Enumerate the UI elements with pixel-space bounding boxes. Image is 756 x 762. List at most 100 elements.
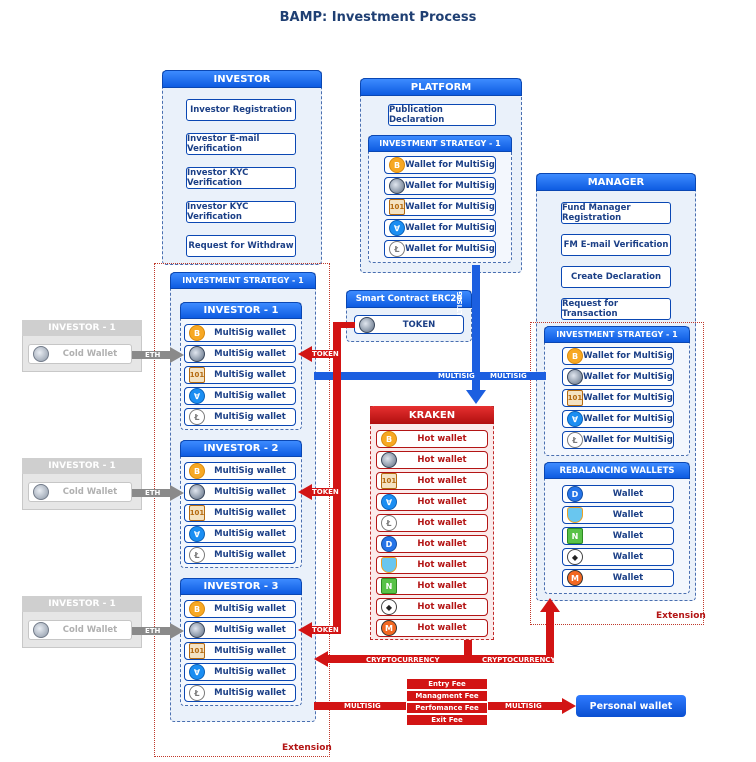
multisig-wallet-row: MultiSig wallet bbox=[184, 621, 296, 639]
shield-icon bbox=[381, 557, 397, 573]
wallet-label: Wallet for MultiSig bbox=[405, 160, 495, 170]
wallet-label: Wallet for MultiSig bbox=[583, 435, 673, 445]
fee-box: Exit Fee bbox=[406, 714, 488, 726]
wallet-label: Wallet for MultiSig bbox=[405, 223, 495, 233]
smart-contract-header: Smart Contract ERC20 bbox=[346, 290, 472, 308]
wallet-label: MultiSig wallet bbox=[214, 667, 286, 677]
manager-step-box: Request for Transaction bbox=[561, 298, 671, 320]
wallet-label: Wallet for MultiSig bbox=[583, 393, 673, 403]
multisig-to-fees-bar bbox=[314, 702, 406, 710]
manager-panel-header: MANAGER bbox=[536, 173, 696, 191]
eth-label: ETH bbox=[145, 489, 161, 497]
multisig-fee-label-left: MULTISIG bbox=[344, 702, 381, 710]
multisig-vertical-label: MULTISIG bbox=[456, 291, 464, 328]
platform-to-kraken-arrow bbox=[472, 265, 480, 393]
wallet-label: MultiSig wallet bbox=[214, 604, 286, 614]
eth-arrow bbox=[132, 351, 172, 359]
crypto-label-right: CRYPTOCURRENCY bbox=[482, 656, 556, 664]
wallet-label: Wallet bbox=[612, 510, 644, 520]
manager-wallet-row: ∀Wallet for MultiSig bbox=[562, 410, 674, 428]
moon-icon bbox=[381, 452, 397, 468]
fees-arrow-head bbox=[562, 698, 576, 714]
moon-icon bbox=[189, 346, 205, 362]
neo-icon: N bbox=[567, 528, 583, 544]
page-title: BAMP: Investment Process bbox=[279, 10, 477, 25]
wallet-label: MultiSig wallet bbox=[214, 370, 286, 380]
eth-label: ETH bbox=[145, 627, 161, 635]
hot-wallet-label: Hot wallet bbox=[417, 539, 467, 549]
grid-icon: 101 bbox=[189, 643, 205, 659]
hot-wallet-label: Hot wallet bbox=[417, 581, 467, 591]
multisig-wallet-row: ∀MultiSig wallet bbox=[184, 663, 296, 681]
wallet-label: Wallet bbox=[612, 489, 644, 499]
eth-arrow-head bbox=[170, 347, 184, 363]
eth-arrow bbox=[132, 489, 172, 497]
investor-strategy-header: INVESTMENT STRATEGY - 1 bbox=[170, 272, 316, 289]
manager-strategy-header: INVESTMENT STRATEGY - 1 bbox=[544, 326, 690, 343]
platform-panel-header: PLATFORM bbox=[360, 78, 522, 96]
investor-extension-label: Extension bbox=[282, 743, 332, 753]
token-top-link bbox=[333, 322, 355, 328]
moon-icon bbox=[33, 484, 49, 500]
wallet-label: MultiSig wallet bbox=[214, 328, 286, 338]
cold-wallet-box: Cold Wallet bbox=[28, 344, 132, 364]
wallet-label: Wallet bbox=[612, 573, 644, 583]
wallet-label: MultiSig wallet bbox=[214, 391, 286, 401]
rebalancing-header: REBALANCING WALLETS bbox=[544, 462, 690, 479]
crypto-up-arrow-head bbox=[540, 598, 560, 612]
hot-wallet-label: Hot wallet bbox=[417, 434, 467, 444]
ethereum-icon: ◆ bbox=[381, 599, 397, 615]
cold-wallet-box: Cold Wallet bbox=[28, 620, 132, 640]
external-investor-header: INVESTOR - 1 bbox=[22, 596, 142, 612]
platform-wallet-row: Wallet for MultiSig bbox=[384, 177, 496, 195]
ripple-icon: ∀ bbox=[189, 526, 205, 542]
eth-label: ETH bbox=[145, 351, 161, 359]
hot-wallet-label: Hot wallet bbox=[417, 497, 467, 507]
investor-group-header: INVESTOR - 2 bbox=[180, 440, 302, 457]
multisig-fee-label-right: MULTISIG bbox=[505, 702, 542, 710]
monero-icon: M bbox=[567, 570, 583, 586]
investor-panel-header: INVESTOR bbox=[162, 70, 322, 88]
manager-step-box: Fund Manager Registration bbox=[561, 202, 671, 224]
multisig-horizontal-arrow bbox=[314, 372, 546, 380]
moon-icon bbox=[33, 346, 49, 362]
litecoin-icon: Ł bbox=[189, 685, 205, 701]
grid-icon: 101 bbox=[389, 199, 405, 215]
cold-wallet-label: Cold Wallet bbox=[62, 487, 118, 497]
wallet-label: Wallet for MultiSig bbox=[583, 372, 673, 382]
grid-icon: 101 bbox=[189, 367, 205, 383]
token-arrow-head bbox=[298, 622, 312, 638]
token-label: TOKEN bbox=[312, 350, 339, 358]
litecoin-icon: Ł bbox=[389, 241, 405, 257]
bitcoin-icon: B bbox=[389, 157, 405, 173]
hot-wallet-row: Hot wallet bbox=[376, 556, 488, 574]
hot-wallet-row: ∀Hot wallet bbox=[376, 493, 488, 511]
investor-step-box: Investor KYC Verification bbox=[186, 201, 296, 223]
hot-wallet-label: Hot wallet bbox=[417, 623, 467, 633]
wallet-label: MultiSig wallet bbox=[214, 466, 286, 476]
token-label: TOKEN bbox=[402, 319, 436, 330]
multisig-wallet-row: MultiSig wallet bbox=[184, 345, 296, 363]
platform-arrow-head bbox=[466, 390, 486, 404]
manager-extension-frame bbox=[530, 322, 704, 625]
token-arrow bbox=[310, 350, 336, 358]
litecoin-icon: Ł bbox=[189, 547, 205, 563]
platform-strategy-header: INVESTMENT STRATEGY - 1 bbox=[368, 135, 512, 152]
wallet-label: MultiSig wallet bbox=[214, 646, 286, 656]
wallet-label: Wallet for MultiSig bbox=[583, 351, 673, 361]
kraken-header: KRAKEN bbox=[370, 406, 494, 424]
moon-icon bbox=[189, 484, 205, 500]
wallet-label: MultiSig wallet bbox=[214, 550, 286, 560]
grid-icon: 101 bbox=[567, 390, 583, 406]
litecoin-icon: Ł bbox=[381, 515, 397, 531]
token-arrow bbox=[310, 488, 336, 496]
wallet-label: MultiSig wallet bbox=[214, 688, 286, 698]
investor-group-header: INVESTOR - 3 bbox=[180, 578, 302, 595]
investor-extension-frame bbox=[154, 263, 330, 757]
